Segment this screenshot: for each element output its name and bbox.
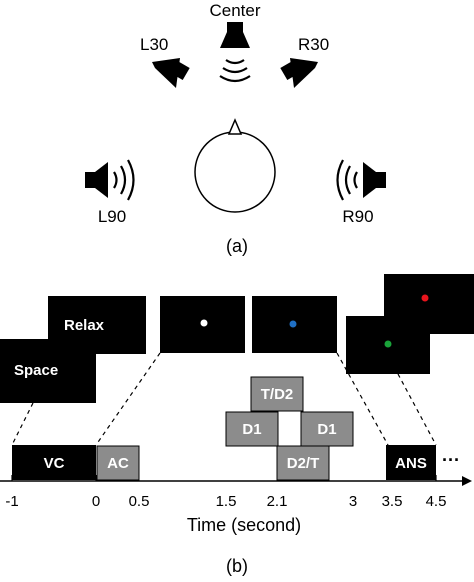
red-dot (421, 294, 429, 302)
white-dot (200, 319, 208, 327)
tick-label-minus1: -1 (5, 493, 18, 510)
ac-box (96, 445, 140, 481)
green-dot (384, 340, 392, 348)
l90-label: L90 (98, 207, 126, 226)
relax-screen-label: Relax (64, 317, 105, 334)
panel-b: Relax Space VC AC T/D2 D1 D1 D (0, 274, 474, 576)
l30-speaker-icon (152, 58, 190, 88)
r90-speaker-icon (336, 159, 386, 201)
td2-box (250, 376, 304, 412)
time-axis (0, 475, 472, 486)
d2t-box (276, 445, 330, 481)
blue-dot (289, 320, 297, 328)
panel-b-caption: (b) (226, 556, 248, 576)
ellipsis: ··· (442, 450, 460, 470)
d1-left-box (225, 411, 279, 447)
space-screen (0, 339, 96, 403)
vc-box (12, 445, 96, 480)
listener-head-icon (194, 118, 276, 213)
ans-box (386, 445, 436, 480)
tick-label-1-5: 1.5 (216, 493, 237, 510)
tick-label-0: 0 (92, 493, 100, 510)
ans-box-label: ANS (395, 455, 427, 472)
l30-label: L30 (140, 35, 168, 54)
d2t-box-label: D2/T (287, 455, 320, 472)
panel-a-caption: (a) (226, 236, 248, 256)
tick-label-2-1: 2.1 (267, 493, 288, 510)
d1-right-box-label: D1 (317, 421, 336, 438)
center-sound-waves-icon (219, 59, 251, 83)
r30-speaker-icon (280, 58, 318, 88)
tick-label-4-5: 4.5 (426, 493, 447, 510)
axis-arrow-icon (462, 476, 472, 486)
r90-label: R90 (342, 207, 373, 226)
center-label: Center (209, 1, 260, 20)
td2-box-label: T/D2 (261, 386, 294, 403)
center-speaker-icon (220, 22, 250, 48)
panel-a: Center L30 R30 (85, 1, 386, 256)
tick-label-3: 3 (349, 493, 357, 510)
l90-speaker-icon (85, 159, 135, 201)
vc-box-label: VC (44, 455, 65, 472)
r30-label: R30 (298, 35, 329, 54)
ac-box-label: AC (107, 455, 129, 472)
dashed-connectors (11, 352, 437, 446)
d1-left-box-label: D1 (242, 421, 261, 438)
time-axis-label: Time (second) (187, 515, 301, 535)
space-screen-label: Space (14, 362, 58, 379)
tick-label-3-5: 3.5 (382, 493, 403, 510)
tick-label-0-5: 0.5 (129, 493, 150, 510)
